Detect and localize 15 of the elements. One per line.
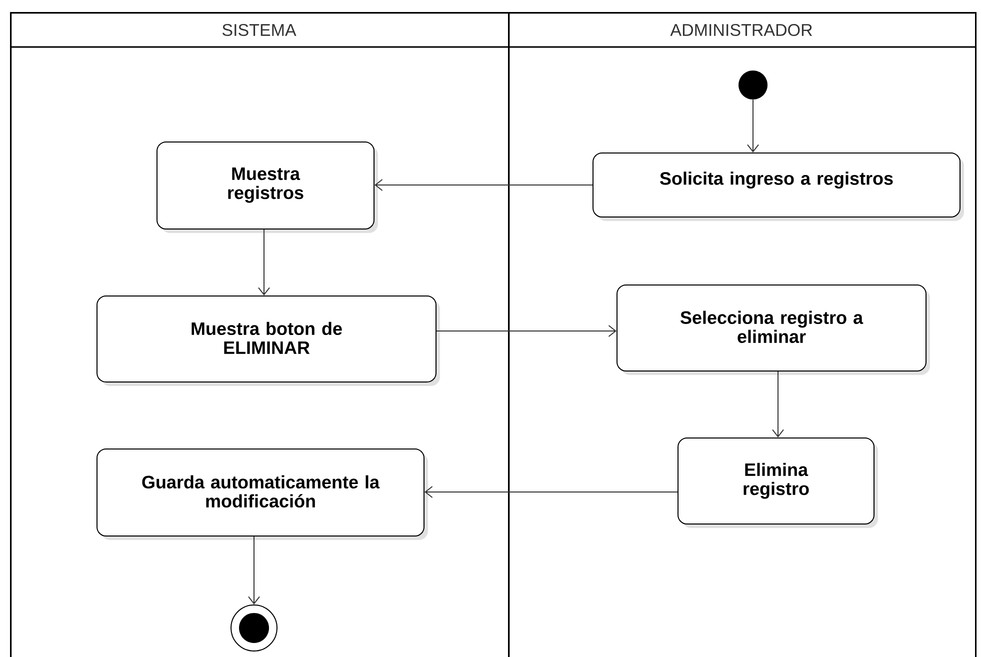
action-box: Muestra boton de ELIMINAR: [96, 296, 436, 382]
arrow: [258, 229, 270, 296]
arrow: [772, 371, 784, 438]
arrow: [436, 325, 616, 337]
action-box: Selecciona registro a eliminar: [616, 284, 926, 372]
action-box: Elimina registro: [678, 438, 874, 524]
action-box: Solicita ingreso a registros: [592, 152, 960, 218]
arrow: [248, 536, 260, 604]
start-dot: [738, 70, 768, 100]
end-dot: [230, 604, 278, 652]
action-box: Muestra registros: [156, 142, 374, 230]
action-box: Guarda automaticamente la modificación: [96, 448, 424, 536]
arrow: [374, 179, 593, 191]
arrow: [424, 486, 678, 498]
arrow: [747, 99, 759, 152]
